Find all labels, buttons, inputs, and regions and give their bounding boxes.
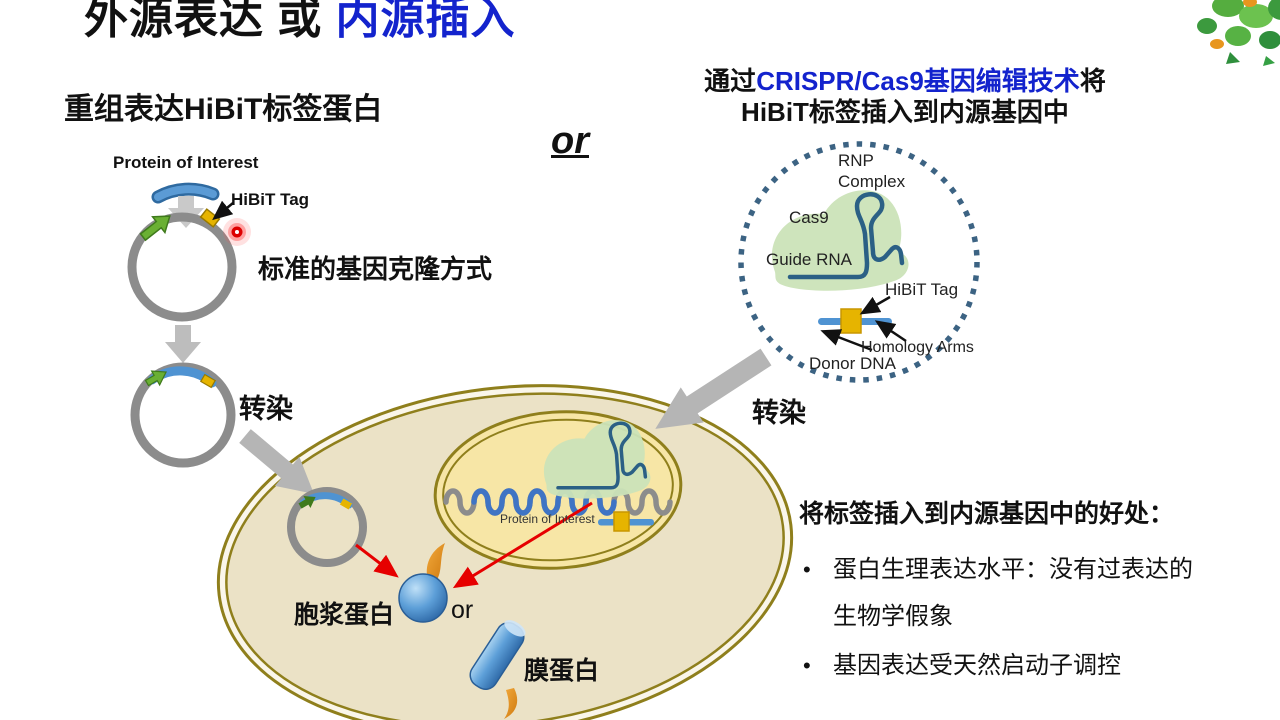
page-title: 外源表达 或 内源插入: [84, 0, 515, 46]
membrane-hibit-flame: [504, 688, 518, 719]
benefit-text-1: 蛋白生理表达水平：没有过表达的生物学假象: [833, 556, 1193, 630]
down-arrow: [165, 325, 201, 363]
rnp-dotted-circle: [738, 141, 980, 383]
cloning-method-label: 标准的基因克隆方式: [258, 254, 493, 284]
right-heading-line1: 通过CRISPR/Cas9基因编辑技术将: [704, 66, 1106, 96]
guide-rna-strand: [787, 192, 905, 280]
plasmid-1: [127, 212, 237, 322]
corner-protein-logo-icon: [1197, 0, 1280, 66]
hibit-tag-pointer-2: [859, 295, 891, 315]
bullet-icon: •: [803, 653, 811, 678]
benefits-heading: 将标签插入到内源基因中的好处：: [799, 500, 1175, 528]
homology-arms-label: Homology Arms: [861, 339, 974, 356]
donor-dna-label: Donor DNA: [809, 354, 896, 373]
hibit-tag-on-plasmid-2: [199, 373, 217, 389]
benefit-item-1: • 蛋白生理表达水平：没有过表达的生物学假象: [803, 546, 1195, 640]
right-section-heading: 通过CRISPR/Cas9基因编辑技术将 HiBiT标签插入到内源基因中: [660, 66, 1150, 128]
left-section-heading: 重组表达HiBiT标签蛋白: [64, 93, 383, 126]
page-title-blue: 内源插入: [335, 0, 516, 43]
transfection-arrow-left: [239, 429, 314, 494]
cytoplasmic-protein-label: 胞浆蛋白: [294, 601, 395, 629]
plasmid-in-cell: [287, 487, 367, 567]
promoter-in-cell: [298, 495, 316, 509]
cas9-label: Cas9: [789, 208, 829, 227]
bullet-icon: •: [803, 557, 811, 582]
insert-arrow: [168, 196, 204, 228]
hibit-tag-pointer-1: [212, 200, 234, 221]
donor-dna: [818, 308, 892, 334]
benefit-item-2: • 基因表达受天然启动子调控: [803, 642, 1195, 689]
membrane-protein-label: 膜蛋白: [524, 657, 600, 685]
gene-arc: [151, 182, 220, 204]
result-arrow-from-nucleus: [452, 501, 593, 589]
transfection-arrow-right: [655, 348, 772, 429]
right-heading-line2: HiBiT标签插入到内源基因中: [741, 97, 1069, 127]
membrane-protein-cylinder: [469, 620, 526, 690]
benefit-text-2: 基因表达受天然启动子调控: [833, 652, 1121, 679]
nucleus-gene-label: Protein of Interest: [500, 512, 595, 526]
page-title-black: 外源表达 或: [84, 0, 336, 43]
transfection-label-left: 转染: [239, 394, 293, 424]
homology-arm-pointer-left: [820, 329, 873, 352]
promoter-arrow-1: [139, 215, 171, 242]
or-divider: or: [551, 120, 589, 162]
cell-or-label: or: [451, 596, 474, 624]
protein-of-interest-label: Protein of Interest: [113, 153, 259, 172]
luminescence-dot: [223, 218, 251, 246]
hibit-tag-label-plasmid: HiBiT Tag: [231, 190, 310, 209]
hibit-tag-label-donor: HiBiT Tag: [885, 280, 959, 299]
donor-dna-in-nucleus: [598, 511, 654, 532]
homology-arm-pointer-right: [874, 320, 907, 343]
guide-rna-label: Guide RNA: [766, 250, 852, 269]
rnp-complex-label: RNP Complex: [838, 151, 906, 191]
result-arrow-from-plasmid: [355, 543, 399, 578]
sphere-hibit-flame: [426, 543, 445, 581]
cytoplasmic-protein-sphere: [398, 573, 448, 623]
crispr-highlight: CRISPR/Cas9基因编辑技术: [756, 66, 1080, 96]
transfection-label-right: 转染: [752, 398, 806, 428]
hibit-tag-in-cell: [339, 498, 353, 510]
promoter-arrow-2: [144, 370, 167, 387]
